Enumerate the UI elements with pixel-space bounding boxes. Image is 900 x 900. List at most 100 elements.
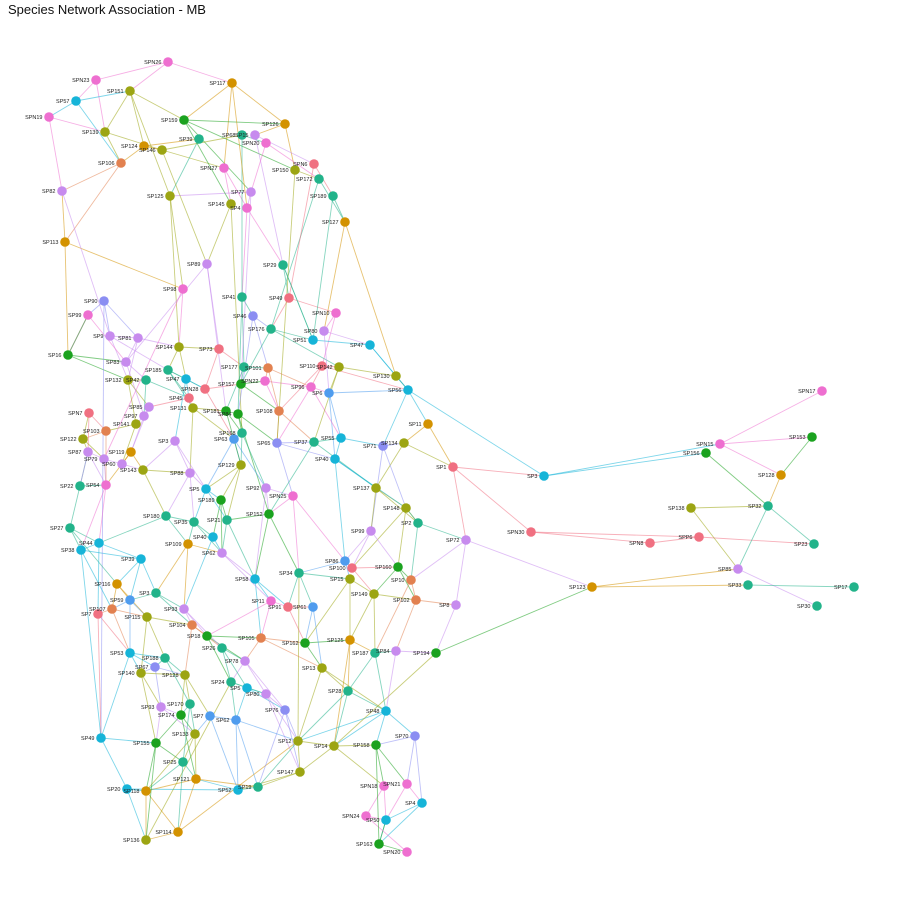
network-node (246, 187, 256, 197)
network-node (374, 839, 384, 849)
network-node (157, 145, 167, 155)
network-edge (254, 134, 284, 266)
network-node (378, 441, 388, 451)
node-label: SP194 (413, 651, 430, 657)
network-edge (304, 606, 314, 644)
network-edge (435, 604, 457, 654)
network-edge (312, 195, 334, 341)
node-label: SP10 (391, 578, 404, 584)
network-edge (178, 288, 184, 348)
node-label: SP128 (162, 673, 179, 679)
network-node (214, 344, 224, 354)
network-edge (193, 521, 223, 554)
node-label: SP77 (231, 190, 244, 196)
network-edge (143, 379, 147, 417)
network-edge (351, 530, 372, 569)
node-label: SP85 (129, 405, 142, 411)
network-edge (369, 344, 409, 391)
network-edge (95, 61, 169, 81)
node-label: SP119 (108, 450, 124, 456)
network-edge (69, 485, 81, 529)
network-node (371, 740, 381, 750)
network-node (539, 471, 549, 481)
network-edge (174, 378, 187, 442)
network-edge (209, 715, 239, 791)
node-label: SPN17 (798, 389, 815, 395)
node-label: SP23 (794, 542, 807, 548)
node-label: SP11 (251, 599, 264, 605)
network-edge (183, 119, 232, 205)
network-node (308, 335, 318, 345)
network-node (253, 782, 263, 792)
network-edge (250, 142, 267, 193)
network-edge (591, 584, 749, 588)
network-node (381, 706, 391, 716)
network-edge (375, 710, 387, 746)
network-node (406, 575, 416, 585)
network-edge (246, 207, 284, 266)
network-edge (61, 190, 66, 243)
network-edge (375, 744, 408, 785)
network-edge (455, 539, 467, 606)
node-label: SP24 (211, 680, 224, 686)
network-edge (333, 745, 385, 787)
network-edge (737, 568, 818, 607)
network-edge (260, 637, 323, 669)
node-label: SPN26 (144, 60, 161, 66)
network-node (328, 191, 338, 201)
network-edge (97, 542, 100, 615)
network-edge (67, 314, 89, 356)
network-node (84, 408, 94, 418)
network-node (229, 434, 239, 444)
network-edge (184, 624, 193, 676)
network-node (83, 447, 93, 457)
network-node (280, 705, 290, 715)
network-node (587, 582, 597, 592)
network-edge (276, 386, 312, 444)
network-node (185, 699, 195, 709)
network-edge (174, 440, 207, 490)
network-edge (333, 710, 387, 747)
network-node (763, 501, 773, 511)
network-edge (121, 423, 137, 465)
network-node (76, 545, 86, 555)
network-node (776, 470, 786, 480)
network-edge (288, 163, 315, 299)
network-edge (206, 635, 262, 639)
network-edge (145, 733, 196, 792)
node-label: SP63 (214, 437, 227, 443)
node-label: SP83 (106, 360, 119, 366)
node-label: SP4 (405, 801, 415, 807)
network-node (194, 134, 204, 144)
network-node (63, 350, 73, 360)
node-label: SP99 (68, 313, 81, 319)
network-edge (225, 366, 245, 412)
network-edge (257, 740, 299, 788)
network-node (208, 532, 218, 542)
network-node (101, 426, 111, 436)
network-edge (221, 552, 256, 580)
network-node (138, 465, 148, 475)
node-label: SP97 (124, 414, 137, 420)
node-label: SP15 (235, 133, 248, 139)
node-label: SP68 (222, 133, 235, 139)
node-label: SP123 (569, 585, 586, 591)
network-edge (103, 300, 139, 339)
network-edge (145, 761, 184, 792)
network-node (71, 96, 81, 106)
network-node (317, 361, 327, 371)
network-edge (278, 365, 323, 412)
network-node (701, 448, 711, 458)
node-label: SP132 (105, 378, 122, 384)
network-edge (183, 119, 252, 193)
node-label: SP172 (296, 177, 313, 183)
network-edge (241, 432, 267, 489)
node-label: SP25 (163, 760, 176, 766)
network-edge (195, 778, 259, 788)
network-node (261, 483, 271, 493)
network-node (125, 595, 135, 605)
network-edge (223, 167, 248, 209)
network-node (142, 612, 152, 622)
network-node (379, 781, 389, 791)
network-edge (530, 531, 651, 544)
